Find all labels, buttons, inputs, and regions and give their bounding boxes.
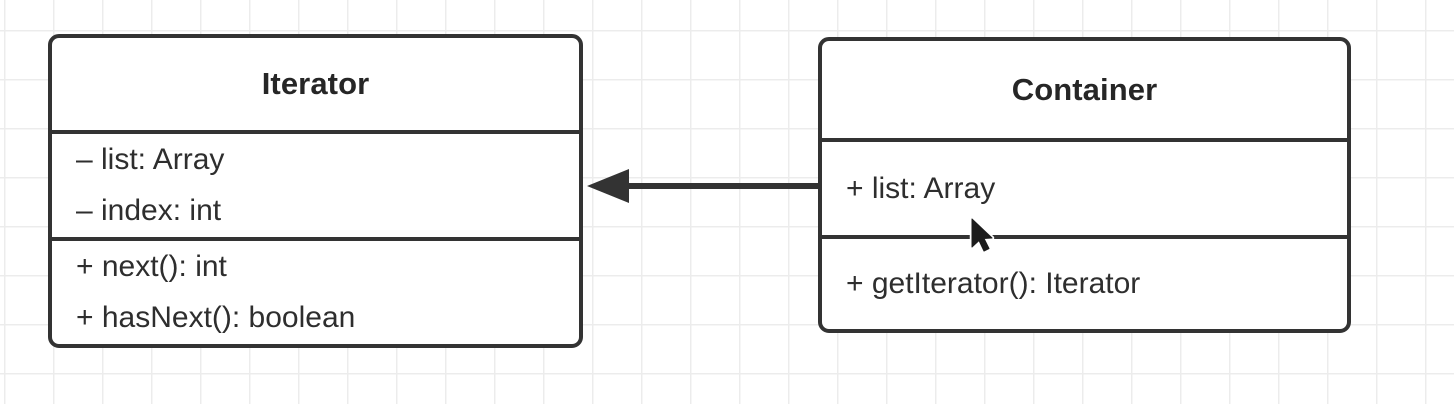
uml-class-iterator-attributes: – list: Array – index: int — [52, 129, 579, 237]
uml-class-iterator-methods: + next(): int + hasNext(): boolean — [52, 236, 579, 344]
uml-class-container-methods: + getIterator(): Iterator — [822, 235, 1347, 329]
uml-method: + next(): int — [76, 249, 227, 283]
uml-class-container-title: Container — [1011, 71, 1158, 107]
uml-attribute: – index: int — [76, 194, 222, 228]
uml-class-container-attributes: + list: Array — [822, 138, 1347, 235]
uml-attribute: + list: Array — [846, 171, 996, 205]
uml-method: + getIterator(): Iterator — [846, 267, 1141, 301]
uml-class-container[interactable]: Container + list: Array + getIterator():… — [818, 37, 1351, 333]
uml-class-iterator[interactable]: Iterator – list: Array – index: int + ne… — [48, 34, 583, 348]
uml-method: + hasNext(): boolean — [76, 301, 356, 335]
uml-attribute: – list: Array — [76, 142, 225, 176]
uml-class-iterator-title: Iterator — [261, 65, 370, 101]
association-arrow-icon[interactable] — [583, 150, 823, 222]
